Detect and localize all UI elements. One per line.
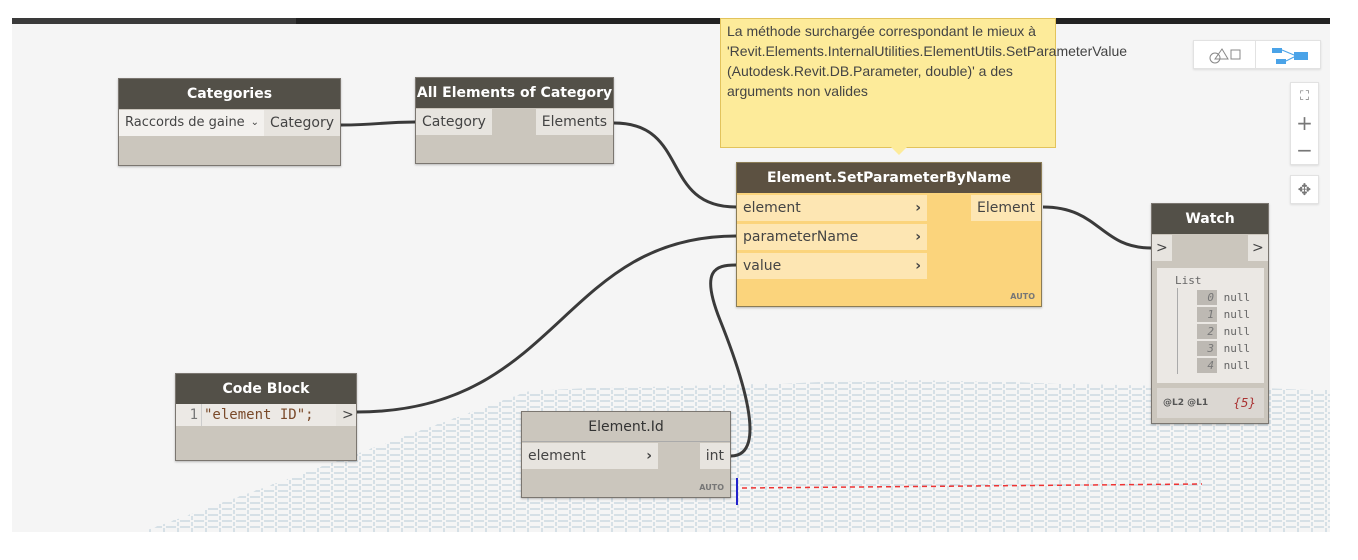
item-value: null — [1223, 359, 1251, 372]
item-index: 0 — [1197, 290, 1217, 305]
code-block-node[interactable]: Code Block 1"element ID"; > — [175, 373, 357, 461]
input-port-value[interactable]: value › — [737, 253, 927, 279]
list-tree-line — [1177, 288, 1178, 374]
output-port-category[interactable]: Category — [264, 110, 340, 136]
watch-footer: @L2 @L1 {5} — [1157, 388, 1264, 418]
error-tooltip: La méthode surchargée correspondant le m… — [720, 18, 1127, 155]
list-levels[interactable]: @L2 @L1 — [1163, 398, 1209, 408]
geometry-view-button[interactable] — [1194, 41, 1256, 68]
watch-input-port[interactable]: > — [1152, 235, 1172, 261]
list-label: List — [1175, 274, 1202, 287]
item-index: 2 — [1197, 324, 1217, 339]
port-label: element — [528, 448, 586, 464]
tab[interactable] — [12, 18, 296, 24]
input-port-category[interactable]: Category — [416, 109, 492, 135]
input-port-element[interactable]: element › — [522, 443, 658, 469]
node-title: Element.Id — [522, 412, 730, 442]
item-value: null — [1223, 291, 1251, 304]
code-editor[interactable]: 1"element ID"; — [176, 404, 356, 426]
node-title: Element.SetParameterByName — [737, 163, 1041, 193]
lacing-label: AUTO — [1010, 292, 1035, 301]
geometry-icon — [1209, 48, 1240, 64]
code-text[interactable]: "element ID"; — [204, 407, 314, 423]
zoom-panel: ⛶ + − — [1290, 82, 1319, 165]
category-dropdown[interactable]: Raccords de gaine ⌄ — [119, 110, 265, 136]
input-port-parametername[interactable]: parameterName › — [737, 224, 927, 250]
output-port-int[interactable]: int — [699, 443, 730, 469]
output-port-element[interactable]: Element — [971, 195, 1041, 221]
output-port[interactable]: > — [336, 404, 356, 426]
zoom-out-button[interactable]: − — [1296, 138, 1313, 162]
node-title: All Elements of Category — [416, 78, 613, 108]
chevron-right-icon: › — [915, 229, 921, 245]
chevron-right-icon: › — [915, 200, 921, 216]
node-title: Categories — [119, 79, 340, 109]
zoom-in-button[interactable]: + — [1296, 111, 1313, 135]
input-port-element[interactable]: element › — [737, 195, 927, 221]
watch-list-item: 2 null — [1197, 324, 1250, 341]
chevron-right-icon: › — [915, 258, 921, 274]
port-label: element — [743, 200, 801, 216]
watch-list-item: 4 null — [1197, 358, 1250, 375]
set-parameter-by-name-node[interactable]: Element.SetParameterByName element › para… — [736, 162, 1042, 307]
chevron-down-icon: ⌄ — [250, 117, 259, 128]
line-number: 1 — [176, 404, 202, 426]
chevron-right-icon: › — [646, 448, 652, 464]
graph-icon — [1271, 48, 1308, 64]
node-title: Code Block — [176, 374, 356, 404]
item-value: null — [1223, 325, 1251, 338]
categories-node[interactable]: Categories Raccords de gaine ⌄ Category — [118, 78, 341, 166]
pan-button[interactable]: ✥ — [1290, 175, 1319, 204]
lacing-label: AUTO — [699, 483, 724, 492]
zoom-to-fit-button[interactable]: ⛶ — [1299, 89, 1310, 104]
dropdown-value: Raccords de gaine — [125, 115, 245, 130]
item-index: 4 — [1197, 358, 1217, 373]
output-port-elements[interactable]: Elements — [535, 109, 613, 135]
port-label: value — [743, 258, 782, 274]
element-id-node[interactable]: Element.Id element › int AUTO — [521, 411, 731, 498]
port-label: parameterName — [743, 229, 859, 245]
view-toggle — [1193, 40, 1321, 69]
watch-list-item: 3 null — [1197, 341, 1250, 358]
item-value: null — [1223, 308, 1251, 321]
graph-view-button[interactable] — [1257, 41, 1320, 68]
node-title: Watch — [1152, 204, 1268, 234]
watch-list-item: 0 null — [1197, 290, 1250, 307]
item-index: 3 — [1197, 341, 1217, 356]
tab-bar — [12, 18, 1330, 24]
item-value: null — [1223, 342, 1251, 355]
all-elements-node[interactable]: All Elements of Category Category Elemen… — [415, 77, 614, 164]
watch-output-port[interactable]: > — [1248, 235, 1268, 261]
item-count: {5} — [1233, 396, 1256, 410]
watch-list-item: 1 null — [1197, 307, 1250, 324]
item-index: 1 — [1197, 307, 1217, 322]
